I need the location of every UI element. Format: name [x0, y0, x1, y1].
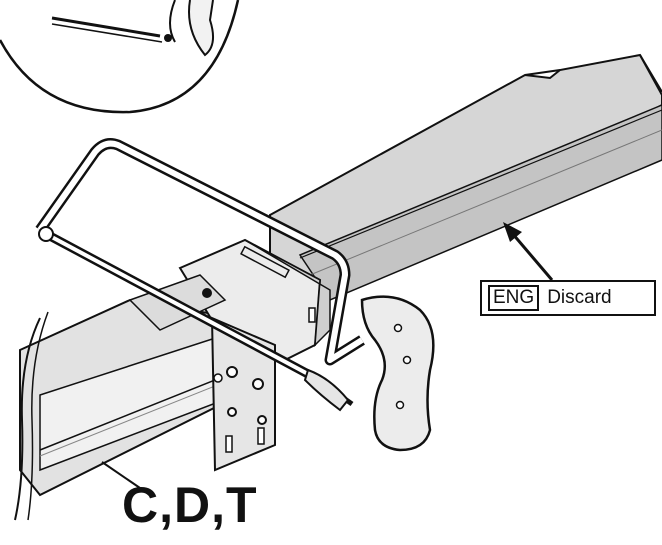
- discard-rail: [269, 53, 662, 302]
- eng-tag: ENG: [488, 285, 540, 311]
- callout-arrow: [503, 222, 554, 281]
- remaining-rail: [14, 298, 251, 521]
- discard-label: Discard: [547, 287, 612, 308]
- parts-label: C,D,T: [122, 477, 258, 533]
- mounting-bracket: [128, 238, 331, 472]
- detail-inset: [0, 0, 240, 114]
- discard-callout: ENG Discard: [480, 280, 656, 316]
- parts-leader-line: [101, 461, 141, 489]
- hacksaw: [35, 138, 435, 452]
